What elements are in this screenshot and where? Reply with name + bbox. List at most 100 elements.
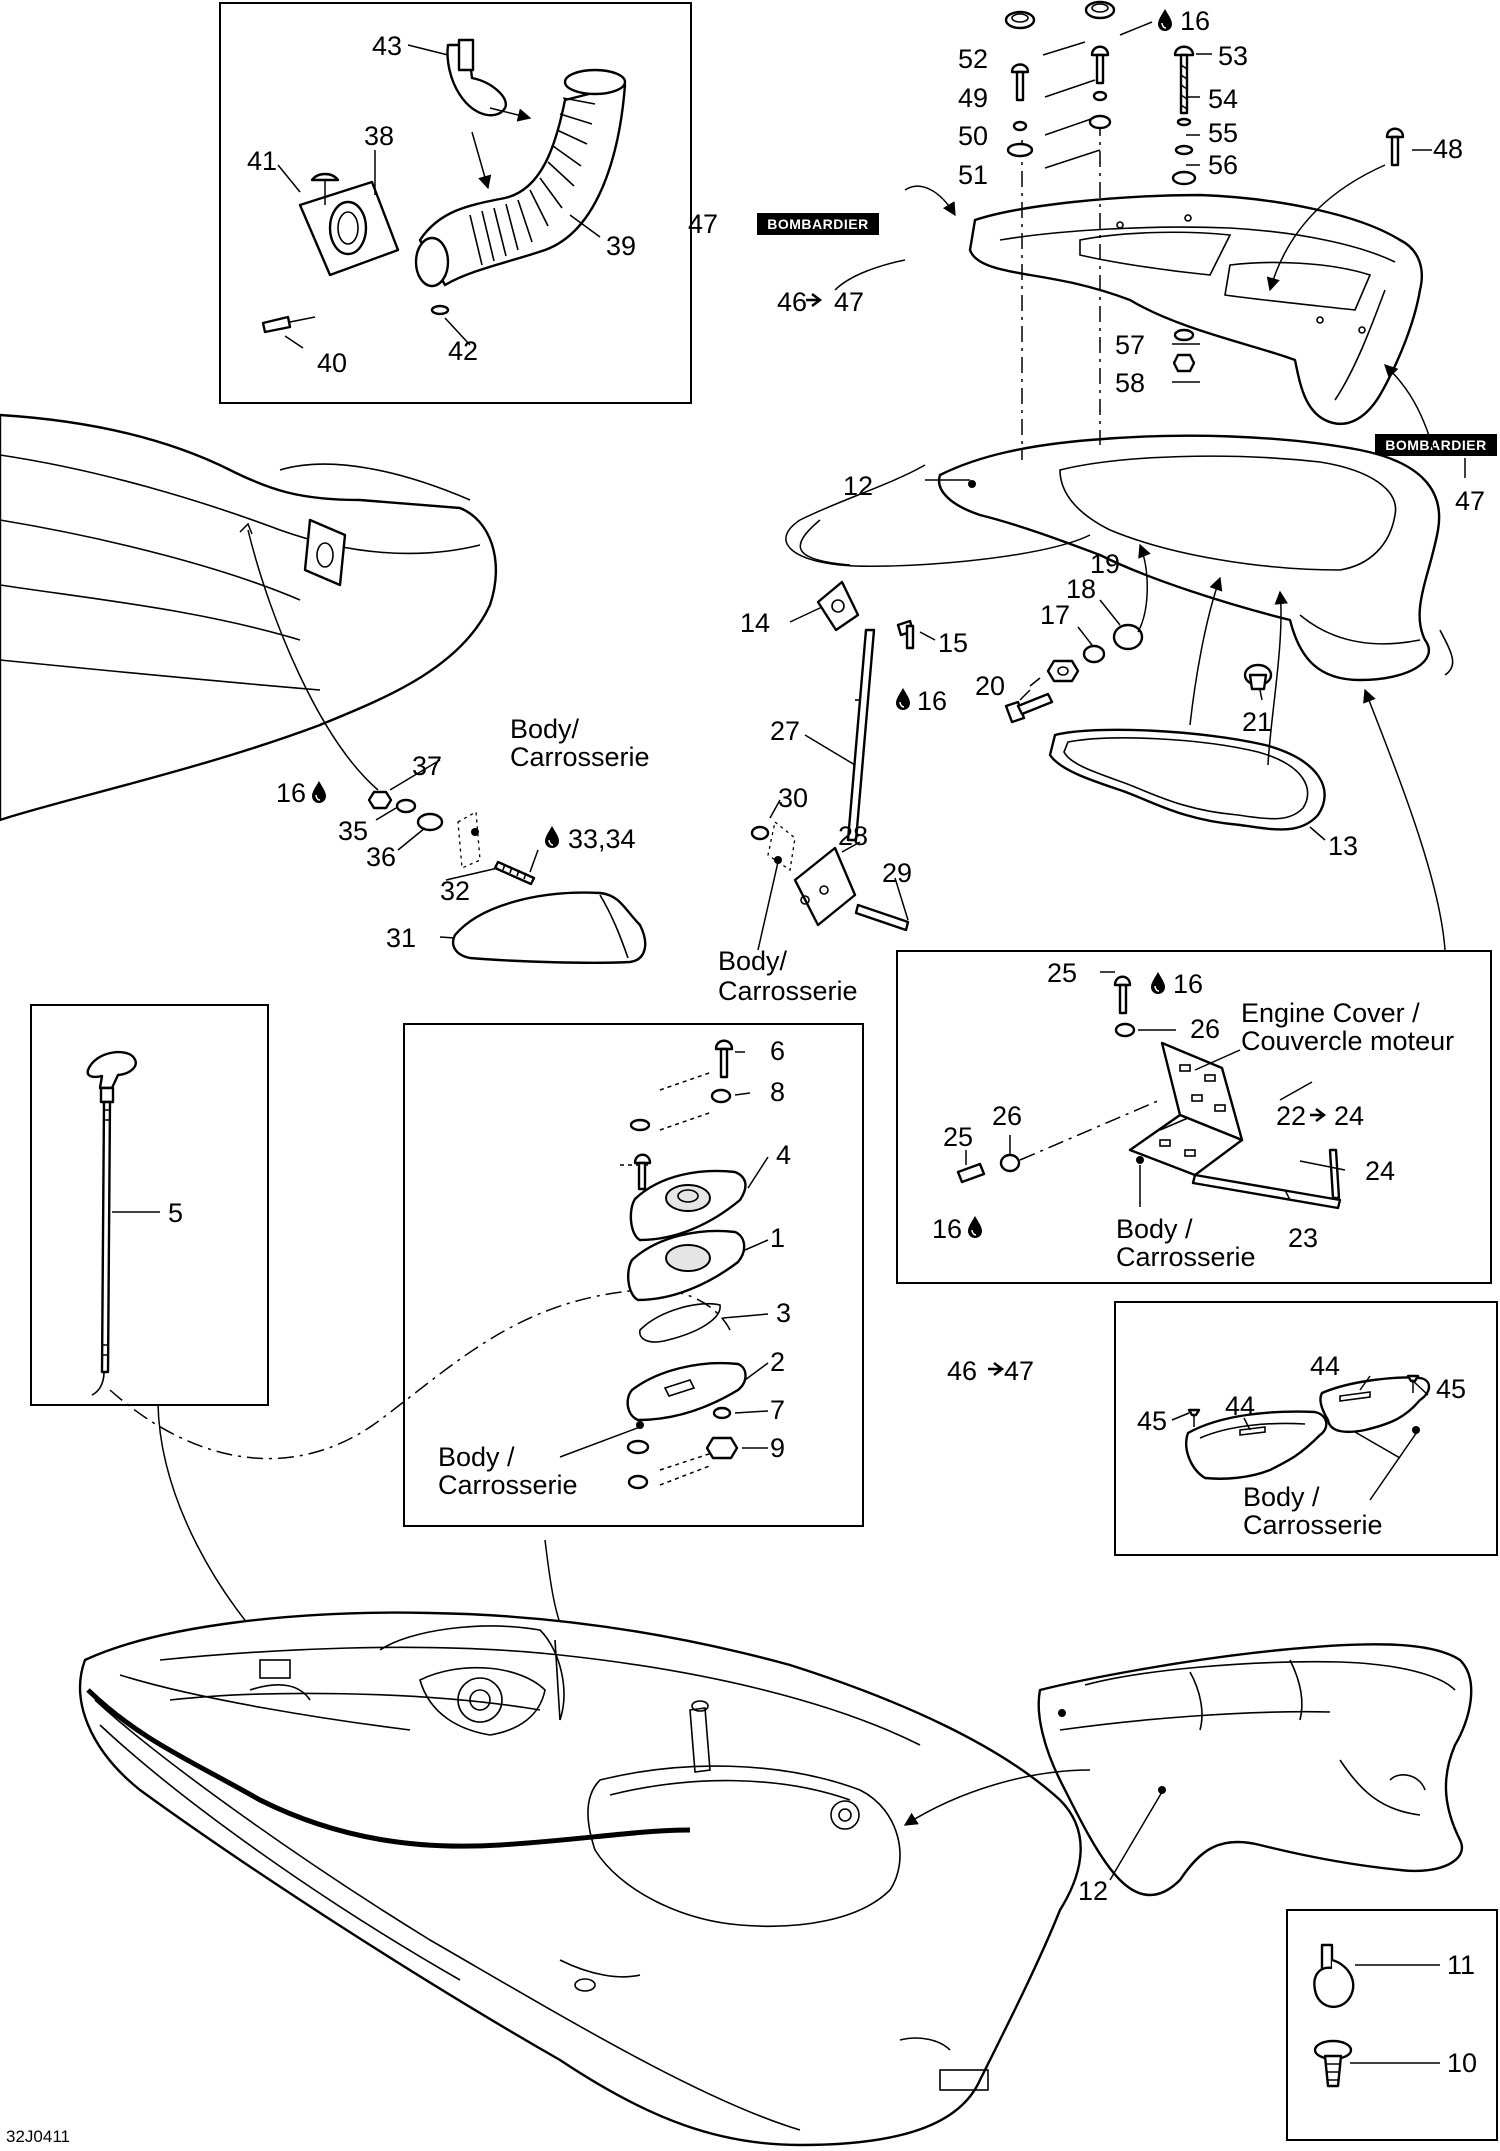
washer-19 [1112,623,1144,651]
callout-11: 11 [1447,1950,1475,1980]
callout-24-arrow: 24 [1334,1101,1364,1131]
callout-35: 35 [338,816,368,846]
callout-50: 50 [958,121,988,151]
callout-5: 5 [168,1198,183,1228]
callout-26-b: 26 [992,1101,1022,1131]
body-label-5-line1: Body / [1243,1482,1320,1512]
body-label-3-line1: Body / [438,1442,515,1472]
callout-16-a: 16 [1180,6,1210,36]
dipstick [86,1051,137,1396]
boat-hull-overview [78,1611,1082,2147]
callout-12-top: 12 [843,471,873,501]
callout-36: 36 [366,842,396,872]
callout-16-e: 16 [932,1214,962,1244]
body-mount-outline [457,810,481,869]
callout-16-c: 16 [276,778,306,808]
callout-23: 23 [1288,1223,1318,1253]
bolt-20 [1004,692,1054,724]
callout-45-b: 45 [1436,1374,1466,1404]
callout-56: 56 [1208,150,1238,180]
callout-17: 17 [1040,600,1070,630]
callout-31: 31 [386,923,416,953]
fastener-stack-right [1084,0,1116,130]
storage-tray-right [1319,1376,1431,1434]
callout-57: 57 [1115,330,1145,360]
seal-gasket [1048,728,1326,831]
callout-46-top: 46 [777,287,807,317]
callout-6: 6 [770,1036,785,1066]
callout-9: 9 [770,1433,785,1463]
callout-37: 37 [412,751,442,781]
callout-25-a: 25 [1047,958,1077,988]
side-handle [451,891,647,964]
fastener-stack-left [1004,10,1036,158]
callout-49: 49 [958,83,988,113]
brand-badge-right-text: BOMBARDIER [1385,437,1486,453]
callout-39: 39 [606,231,636,261]
engine-cover-hinge [956,975,1342,1210]
callout-44-b: 44 [1310,1351,1340,1381]
callout-29: 29 [882,858,912,888]
body-label-4-line1: Body / [1116,1214,1193,1244]
callout-10: 10 [1447,2048,1477,2078]
brand-badge-left [757,213,879,235]
strut-lower-bracket [750,820,910,932]
seat-and-body-overview [1037,1643,1473,1897]
callout-8: 8 [770,1077,785,1107]
callout-4: 4 [776,1140,791,1170]
hull-leader [247,529,379,791]
body-label-2-line1: Body/ [718,946,788,976]
callout-numbers: 1 2 3 4 5 6 7 8 9 10 11 12 12 13 14 15 1… [168,6,1485,2078]
body-label-2-line2: Carrosserie [718,976,858,1006]
body-label-1-line1: Body/ [510,714,580,744]
storage-tray-left [1185,1410,1328,1480]
cable-route [109,1288,731,1460]
body-label-3-line2: Carrosserie [438,1470,578,1500]
callout-47-left: 47 [688,209,718,239]
pivot-bracket [816,580,860,632]
nut-37 [367,790,393,810]
dipstick-inset-box [30,1004,269,1406]
callout-26-a: 26 [1190,1014,1220,1044]
seat-outline-leader [785,464,1091,567]
callout-20: 20 [975,671,1005,701]
callout-38: 38 [364,121,394,151]
callout-14: 14 [740,608,770,638]
callout-22: 22 [1276,1101,1306,1131]
leader-lines [112,21,1466,2064]
callout-15: 15 [938,628,968,658]
callout-1: 1 [770,1223,785,1253]
brand-badge-right [1375,434,1497,456]
callout-21: 21 [1242,707,1272,737]
vent-hose-inset-box [219,2,692,404]
washer-35 [395,798,417,814]
callout-45-a: 45 [1137,1406,1167,1436]
callout-16-d: 16 [1173,969,1203,999]
callout-30: 30 [778,783,808,813]
callout-12-bottom: 12 [1078,1876,1108,1906]
callout-19: 19 [1090,549,1120,579]
callout-47-top: 47 [834,287,864,317]
callout-40: 40 [317,348,347,378]
brand-badge-left-text: BOMBARDIER [767,216,868,232]
tray-screws [1187,1374,1420,1434]
body-label-1-line2: Carrosserie [510,742,650,772]
screw-48 [1385,127,1405,167]
callout-46-bottom: 46 [947,1356,977,1386]
callout-58: 58 [1115,368,1145,398]
callout-41: 41 [247,146,277,176]
vent-hose-assembly [261,38,627,334]
washer-36 [416,812,444,832]
callout-47-bottom: 47 [1004,1356,1034,1386]
body-label-5-line2: Carrosserie [1243,1510,1383,1540]
hinge-inset-box [896,950,1492,1284]
rear-body-panel [937,434,1454,682]
callout-28: 28 [838,821,868,851]
callout-51: 51 [958,160,988,190]
latch-inset-box [403,1023,864,1527]
bumper-21 [1243,663,1273,691]
callout-44-a: 44 [1225,1391,1255,1421]
callout-43: 43 [372,31,402,61]
callout-48: 48 [1433,134,1463,164]
